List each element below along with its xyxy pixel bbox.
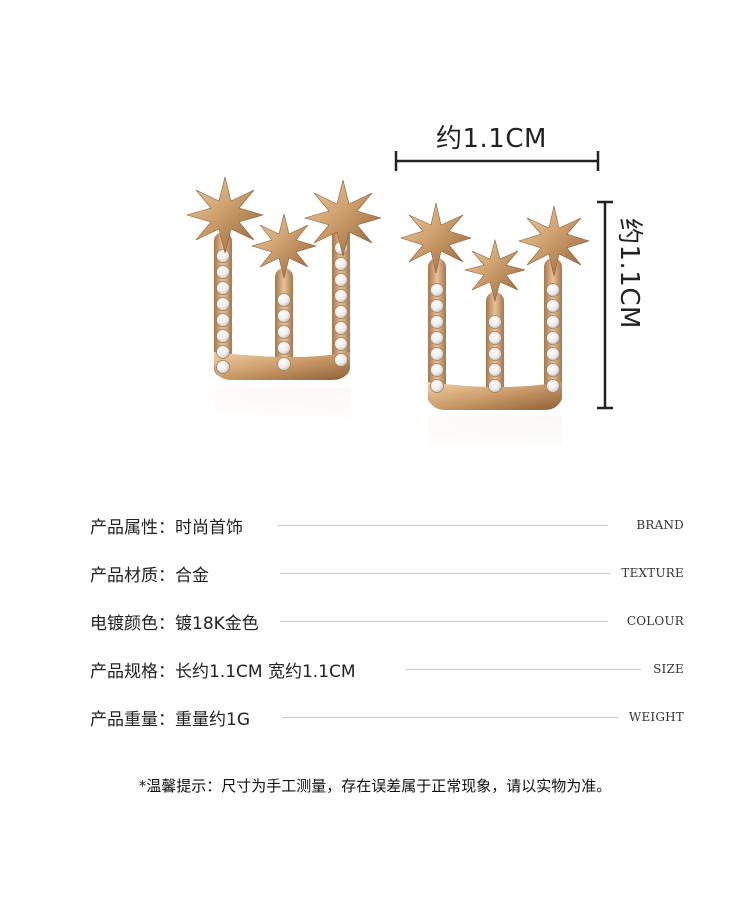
spec-label: 产品规格：长约1.1CM 宽约1.1CM bbox=[90, 662, 356, 682]
spec-row-size: 产品规格：长约1.1CM 宽约1.1CM SIZE bbox=[0, 649, 750, 689]
spec-row-colour: 电镀颜色：镀18K金色 COLOUR bbox=[0, 601, 750, 641]
spec-label: 产品属性：时尚首饰 bbox=[90, 518, 243, 538]
spec-en-label: BRAND bbox=[636, 518, 684, 532]
divider-line bbox=[282, 717, 618, 718]
spec-en-label: SIZE bbox=[653, 662, 684, 676]
divider-line bbox=[280, 621, 608, 622]
spec-en-label: WEIGHT bbox=[628, 710, 684, 724]
spec-en-label: COLOUR bbox=[626, 614, 684, 628]
divider-line bbox=[278, 525, 608, 526]
spec-row-texture: 产品材质：合金 TEXTURE bbox=[0, 553, 750, 593]
width-dimension-line bbox=[394, 151, 600, 171]
height-dimension-label: 约1.1CM bbox=[614, 218, 644, 329]
footer-note: *温馨提示：尺寸为手工测量，存在误差属于正常现象，请以实物为准。 bbox=[138, 777, 612, 795]
spec-row-brand: 产品属性：时尚首饰 BRAND bbox=[0, 505, 750, 545]
product-image-area: 约1.1CM 约1.1CM bbox=[185, 124, 644, 452]
spec-en-label: TEXTURE bbox=[621, 566, 684, 580]
spec-label: 产品材质：合金 bbox=[90, 566, 209, 586]
earrings-illustration bbox=[185, 151, 613, 452]
right-earring bbox=[400, 202, 590, 452]
height-dimension-line bbox=[597, 200, 613, 410]
width-dimension-label: 约1.1CM bbox=[436, 124, 547, 154]
divider-line bbox=[406, 669, 641, 670]
spec-label: 产品重量：重量约1G bbox=[90, 710, 250, 730]
divider-line bbox=[280, 573, 610, 574]
spec-row-weight: 产品重量：重量约1G WEIGHT bbox=[0, 697, 750, 737]
spec-label: 电镀颜色：镀18K金色 bbox=[90, 614, 259, 634]
left-earring bbox=[185, 176, 383, 424]
